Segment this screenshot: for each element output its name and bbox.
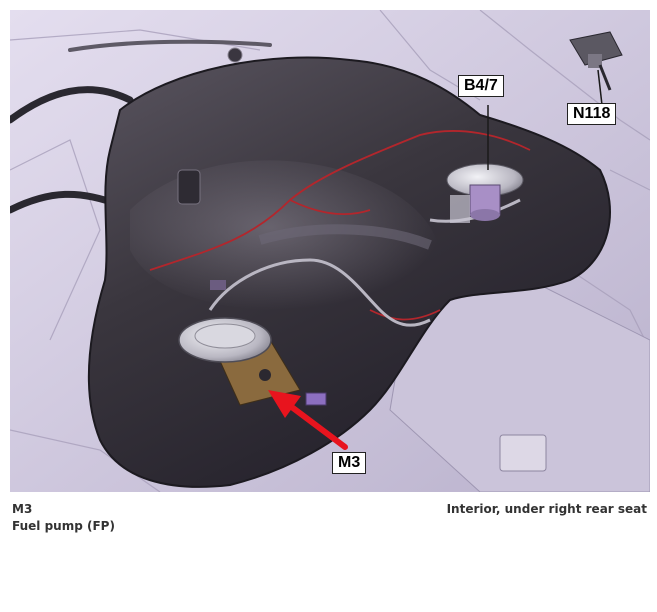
location-text: Interior, under right rear seat — [446, 502, 647, 516]
tank-saddle — [258, 224, 432, 250]
fuel-pump-control-unit-n118 — [569, 31, 623, 91]
callout-label-b4-7: B4/7 — [458, 75, 504, 97]
component-name: Fuel pump (FP) — [12, 519, 115, 533]
connector — [305, 392, 327, 406]
mount-bolt — [227, 47, 243, 63]
callout-label-m3: M3 — [332, 452, 367, 474]
fuel-pump-m3 — [178, 317, 301, 406]
callout-label-n118: N118 — [567, 103, 617, 125]
component-code: M3 — [12, 502, 33, 516]
leader-n118 — [597, 69, 603, 106]
seat-bracket — [499, 434, 547, 472]
tank-mount — [177, 169, 201, 205]
fuel-level-sensor-b4-7 — [446, 163, 524, 223]
callout-arrow-m3 — [268, 390, 348, 450]
fuel-lines — [149, 130, 531, 321]
fuel-tank-illustration — [10, 10, 650, 492]
connector — [210, 280, 226, 290]
